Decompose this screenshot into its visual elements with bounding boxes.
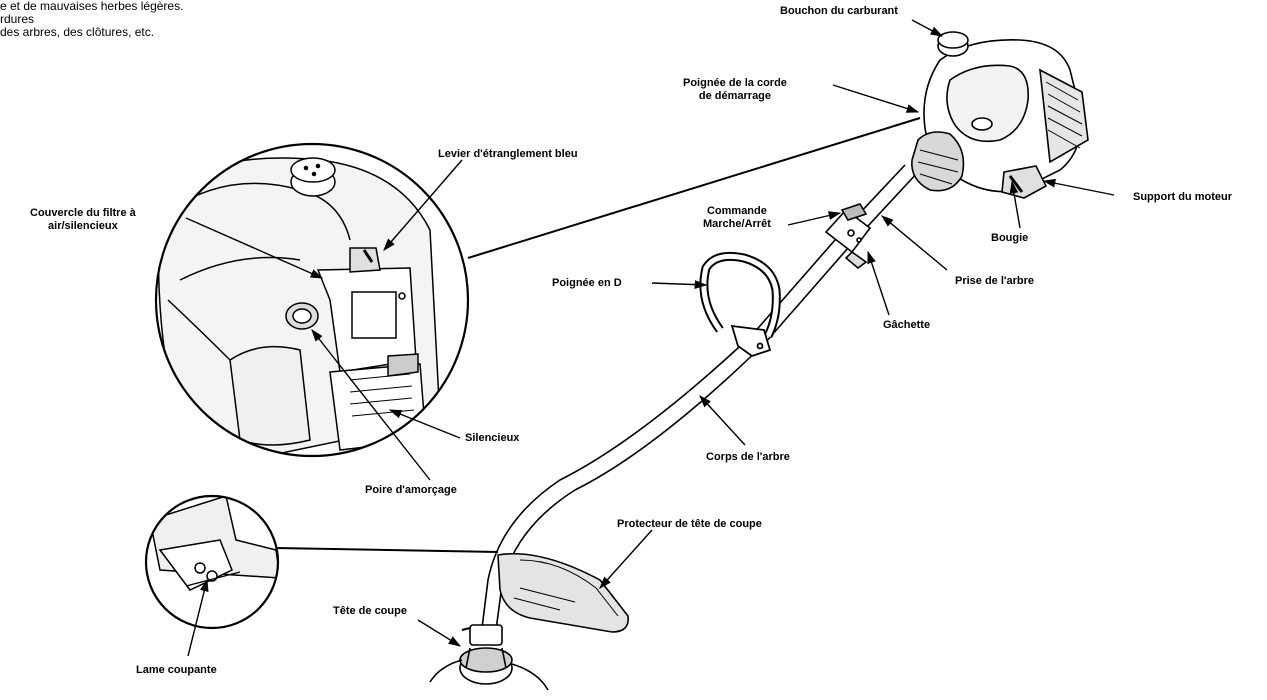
- label-line: de démarrage: [683, 90, 787, 103]
- label-muffler: Silencieux: [465, 432, 519, 445]
- arrow-on-off: [788, 213, 840, 225]
- label-spark-plug: Bougie: [991, 232, 1028, 245]
- arrow-blade: [188, 580, 207, 656]
- label-on-off-control: Commande Marche/Arrêt: [703, 205, 771, 231]
- label-cutting-head: Tête de coupe: [333, 605, 407, 618]
- label-fuel-cap: Bouchon du carburant: [780, 5, 898, 18]
- label-starter-handle: Poignée de la corde de démarrage: [683, 77, 787, 103]
- zoom-connector-line: [276, 548, 498, 552]
- label-line: Poignée de la corde: [683, 77, 787, 90]
- blade-detail-circle: [146, 496, 280, 628]
- arrow-cutting-head: [418, 620, 460, 646]
- label-line: Marche/Arrêt: [703, 218, 771, 231]
- label-engine-mount: Support du moteur: [1133, 191, 1232, 204]
- engine-drawing: [912, 32, 1088, 198]
- label-choke-lever: Levier d'étranglement bleu: [438, 148, 578, 161]
- label-cutting-blade: Lame coupante: [136, 664, 217, 677]
- arrow-guard: [600, 530, 652, 588]
- engine-detail-circle: [156, 144, 468, 470]
- cutting-head-drawing: [430, 554, 628, 690]
- shaft-grip-drawing: [826, 204, 870, 268]
- label-line: Commande: [703, 205, 771, 218]
- arrow-trigger: [868, 252, 889, 315]
- intro-line: des arbres, des clôtures, etc.: [0, 26, 183, 39]
- arrow-d-handle: [652, 283, 706, 285]
- intro-text: e et de mauvaises herbes légères. rdures…: [0, 0, 183, 39]
- label-line: air/silencieux: [30, 220, 136, 233]
- d-handle-drawing: [704, 256, 776, 356]
- label-d-handle: Poignée en D: [552, 277, 622, 290]
- label-line: Couvercle du filtre à: [30, 207, 136, 220]
- label-trigger: Gâchette: [883, 319, 930, 332]
- label-air-filter-cover: Couvercle du filtre à air/silencieux: [30, 207, 136, 233]
- label-cutting-head-guard: Protecteur de tête de coupe: [617, 518, 762, 531]
- arrow-starter-handle: [833, 85, 918, 112]
- arrow-shaft-body: [700, 396, 745, 445]
- arrow-fuel-cap: [912, 20, 942, 36]
- label-shaft-body: Corps de l'arbre: [706, 451, 790, 464]
- arrow-engine-mount: [1044, 181, 1114, 195]
- arrow-shaft-grip: [882, 216, 947, 270]
- label-shaft-grip: Prise de l'arbre: [955, 275, 1034, 288]
- label-primer-bulb: Poire d'amorçage: [365, 484, 457, 497]
